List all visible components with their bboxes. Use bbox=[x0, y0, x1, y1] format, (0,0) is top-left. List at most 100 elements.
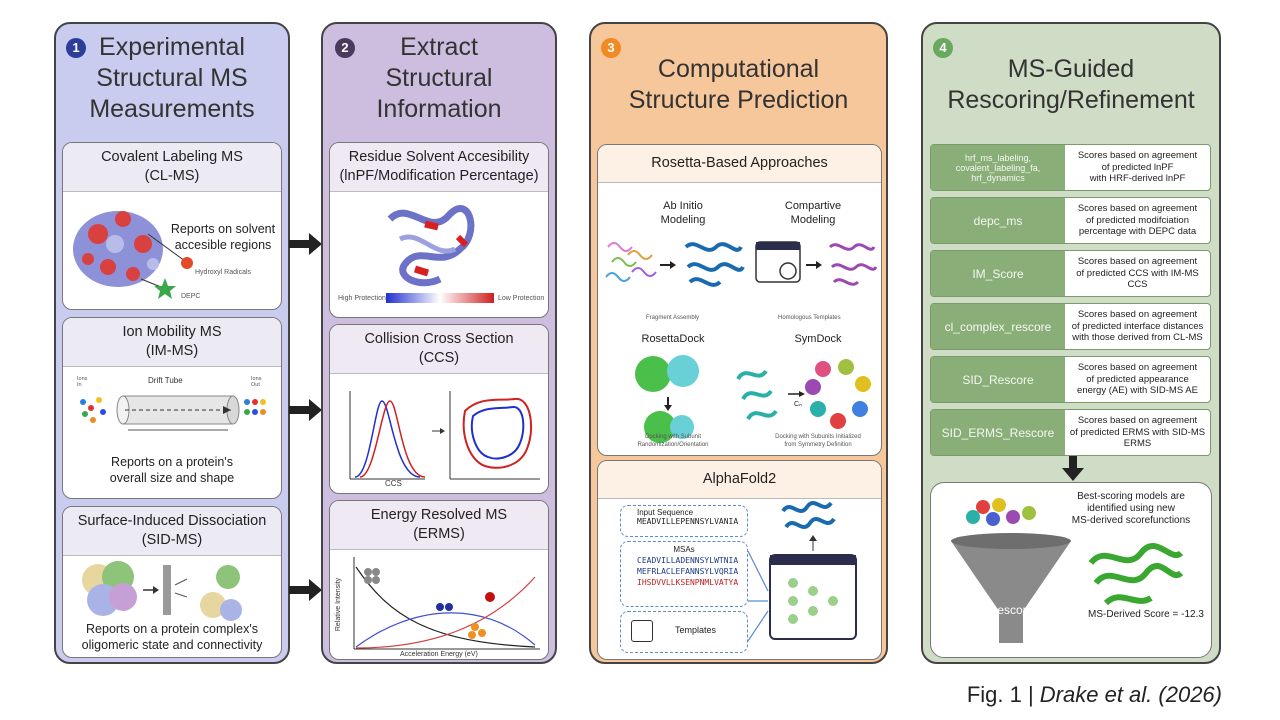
rosetta-title: Rosetta-Based Approaches bbox=[598, 145, 881, 183]
card-final-rescore: Best-scoring models are identified using… bbox=[930, 482, 1212, 658]
arrow-right-icon bbox=[289, 399, 322, 421]
score-name: depc_ms bbox=[931, 198, 1065, 243]
card-sid-ms-title: Surface-Induced Dissociation (SID-MS) bbox=[63, 507, 281, 556]
score-desc: Scores based on agreement of predicted C… bbox=[1076, 256, 1199, 291]
input-sequence: MEADVILLEPENNSYLVANIA bbox=[637, 517, 739, 526]
depc-star-icon bbox=[154, 278, 176, 299]
sid-complex-image bbox=[82, 561, 242, 621]
ccs-xlabel: CCS bbox=[385, 479, 402, 488]
panel-4-title: MS-Guided Rescoring/Refinement bbox=[947, 55, 1195, 114]
rosettadock-label: RosettaDock bbox=[641, 333, 705, 345]
templates-box: Templates bbox=[620, 611, 748, 653]
input-sequence-label: Input Sequence bbox=[637, 508, 694, 517]
protein-surface-image bbox=[73, 211, 193, 299]
funnel-label: Rescore bbox=[988, 603, 1034, 617]
figure-authors: Drake et al. (2026) bbox=[1039, 682, 1222, 707]
dock-caption: Docking with Subunit Randomization/Orien… bbox=[637, 434, 709, 448]
depc-label: DEPC bbox=[181, 293, 201, 300]
panel-experimental-ms: 1 Experimental Structural MS Measurement… bbox=[54, 22, 290, 664]
arrow-down-icon bbox=[1062, 456, 1084, 481]
arrow-right-icon bbox=[289, 233, 322, 255]
figure-caption: Fig. 1 | Drake et al. (2026) bbox=[967, 682, 1222, 708]
cl-ms-caption: Reports on solvent accesible regions bbox=[170, 222, 276, 252]
msa-seq-3: IHSDVVLLKSENPNMLVATYA bbox=[637, 578, 739, 587]
step-badge-1: 1 bbox=[66, 38, 86, 58]
final-text: Best-scoring models are identified using… bbox=[1071, 491, 1191, 526]
im-ms-caption: Reports on a protein's overall size and … bbox=[109, 455, 235, 485]
erms-ylabel: Relative Intensity bbox=[335, 577, 343, 632]
ions-out-label: Ions Out bbox=[251, 376, 262, 388]
panel-extract-structure: 2 Extract Structural Information Residue… bbox=[321, 22, 557, 664]
abinitio-label: Ab Initio Modeling bbox=[660, 200, 706, 226]
score-row: cl_complex_rescore Scores based on agree… bbox=[930, 303, 1211, 350]
score-desc: Scores based on agreement of predicted m… bbox=[1077, 203, 1198, 238]
card-alphafold: AlphaFold2 Input Sequence MEADVILLEPENNS… bbox=[597, 460, 882, 660]
msa-seq-2: MEFRLACLEFANNSYLVQRIA bbox=[637, 567, 739, 576]
score-name: IM_Score bbox=[931, 251, 1065, 296]
symdock-label: SymDock bbox=[794, 333, 842, 345]
card-solvent-accessibility: Residue Solvent Accesibility (lnPF/Modif… bbox=[329, 142, 549, 318]
sid-ms-caption: Reports on a protein complex's oligomeri… bbox=[81, 622, 263, 652]
alphafold-network-image bbox=[748, 501, 857, 642]
drift-tube-label: Drift Tube bbox=[148, 376, 183, 385]
score-name: cl_complex_rescore bbox=[931, 304, 1065, 349]
card-ccs-title: Collision Cross Section (CCS) bbox=[330, 325, 548, 374]
panel-ms-guided-rescoring: 4 MS-Guided Rescoring/Refinement hrf_ms_… bbox=[921, 22, 1221, 664]
final-score: MS-Derived Score = -12.3 bbox=[1088, 609, 1204, 620]
card-erms-title: Energy Resolved MS (ERMS) bbox=[330, 501, 548, 550]
card-rosetta: Rosetta-Based Approaches Ab Initio Model… bbox=[597, 144, 882, 456]
score-desc: Scores based on agreement of predicted E… bbox=[1069, 415, 1206, 450]
panel-1-title: Experimental Structural MS Measurements bbox=[89, 33, 255, 123]
docking-image bbox=[635, 355, 871, 443]
legend-low-protection: Low Protection bbox=[498, 295, 545, 302]
score-name: SID_ERMS_Rescore bbox=[931, 410, 1065, 455]
score-row: SID_ERMS_Rescore Scores based on agreeme… bbox=[930, 409, 1211, 456]
score-row: SID_Rescore Scores based on agreement of… bbox=[930, 356, 1211, 403]
score-desc: Scores based on agreement of predicted a… bbox=[1077, 362, 1198, 397]
ccs-plot bbox=[349, 391, 540, 480]
comparative-label: Compartive Modeling bbox=[784, 200, 842, 226]
card-sid-ms: Surface-Induced Dissociation (SID-MS) Re… bbox=[62, 506, 282, 658]
step-badge-2: 2 bbox=[335, 38, 355, 58]
msa-label: MSAs bbox=[673, 545, 695, 554]
score-desc: Scores based on agreement of predicted i… bbox=[1071, 309, 1204, 344]
protection-gradient-bar bbox=[386, 293, 494, 303]
score-row: IM_Score Scores based on agreement of pr… bbox=[930, 250, 1211, 297]
homologous-label: Homologous Templates bbox=[778, 315, 841, 321]
msa-box: MSAs CEADVILLADENNSYLWTNIA MEFRLACLEFANN… bbox=[620, 541, 748, 607]
msa-seq-1: CEADVILLADENNSYLWTNIA bbox=[637, 556, 739, 565]
score-row: depc_ms Scores based on agreement of pre… bbox=[930, 197, 1211, 244]
legend-high-protection: High Protection bbox=[338, 295, 386, 302]
protein-ribbon-image bbox=[386, 205, 494, 303]
arrow-right-icon bbox=[289, 579, 322, 601]
alphafold-title: AlphaFold2 bbox=[598, 461, 881, 499]
step-badge-4: 4 bbox=[933, 38, 953, 58]
fragment-label: Fragment Assembly bbox=[646, 315, 700, 321]
card-erms: Energy Resolved MS (ERMS) Acceleration E… bbox=[329, 500, 549, 660]
symdock-caption: Docking with Subunits Initialized from S… bbox=[775, 434, 861, 448]
template-icon bbox=[631, 620, 653, 642]
panel-structure-prediction: 3 Computational Structure Prediction Ros… bbox=[589, 22, 888, 664]
step-badge-3: 3 bbox=[601, 38, 621, 58]
panel-3-title: Computational Structure Prediction bbox=[628, 55, 849, 114]
panel-2-title: Extract Structural Information bbox=[376, 33, 502, 123]
erms-plot bbox=[353, 557, 540, 650]
card-ccs: Collision Cross Section (CCS) CCS bbox=[329, 324, 549, 494]
input-sequence-box: Input Sequence MEADVILLEPENNSYLVANIA bbox=[620, 505, 748, 537]
cn-label: Cₙ bbox=[794, 401, 802, 408]
ions-in-label: Ions In bbox=[77, 376, 88, 388]
card-im-ms-title: Ion Mobility MS (IM-MS) bbox=[63, 318, 281, 367]
card-cl-ms: Covalent Labeling MS (CL-MS) Reports on … bbox=[62, 142, 282, 310]
rosetta-modeling-image bbox=[605, 241, 878, 287]
score-row: hrf_ms_labeling, covalent_labeling_fa, h… bbox=[930, 144, 1211, 191]
templates-label: Templates bbox=[675, 625, 717, 635]
score-desc: Scores based on agreement of predicted l… bbox=[1077, 150, 1198, 185]
score-name: hrf_ms_labeling, covalent_labeling_fa, h… bbox=[931, 145, 1065, 190]
drift-tube-image bbox=[80, 395, 266, 431]
erms-xlabel: Acceleration Energy (eV) bbox=[400, 651, 478, 658]
hydroxyl-radical-icon bbox=[181, 257, 193, 269]
card-im-ms: Ion Mobility MS (IM-MS) Drift Tube Ions … bbox=[62, 317, 282, 499]
card-cl-ms-title: Covalent Labeling MS (CL-MS) bbox=[63, 143, 281, 192]
rescore-funnel-image bbox=[951, 498, 1184, 643]
card-sa-title: Residue Solvent Accesibility (lnPF/Modif… bbox=[330, 143, 548, 192]
